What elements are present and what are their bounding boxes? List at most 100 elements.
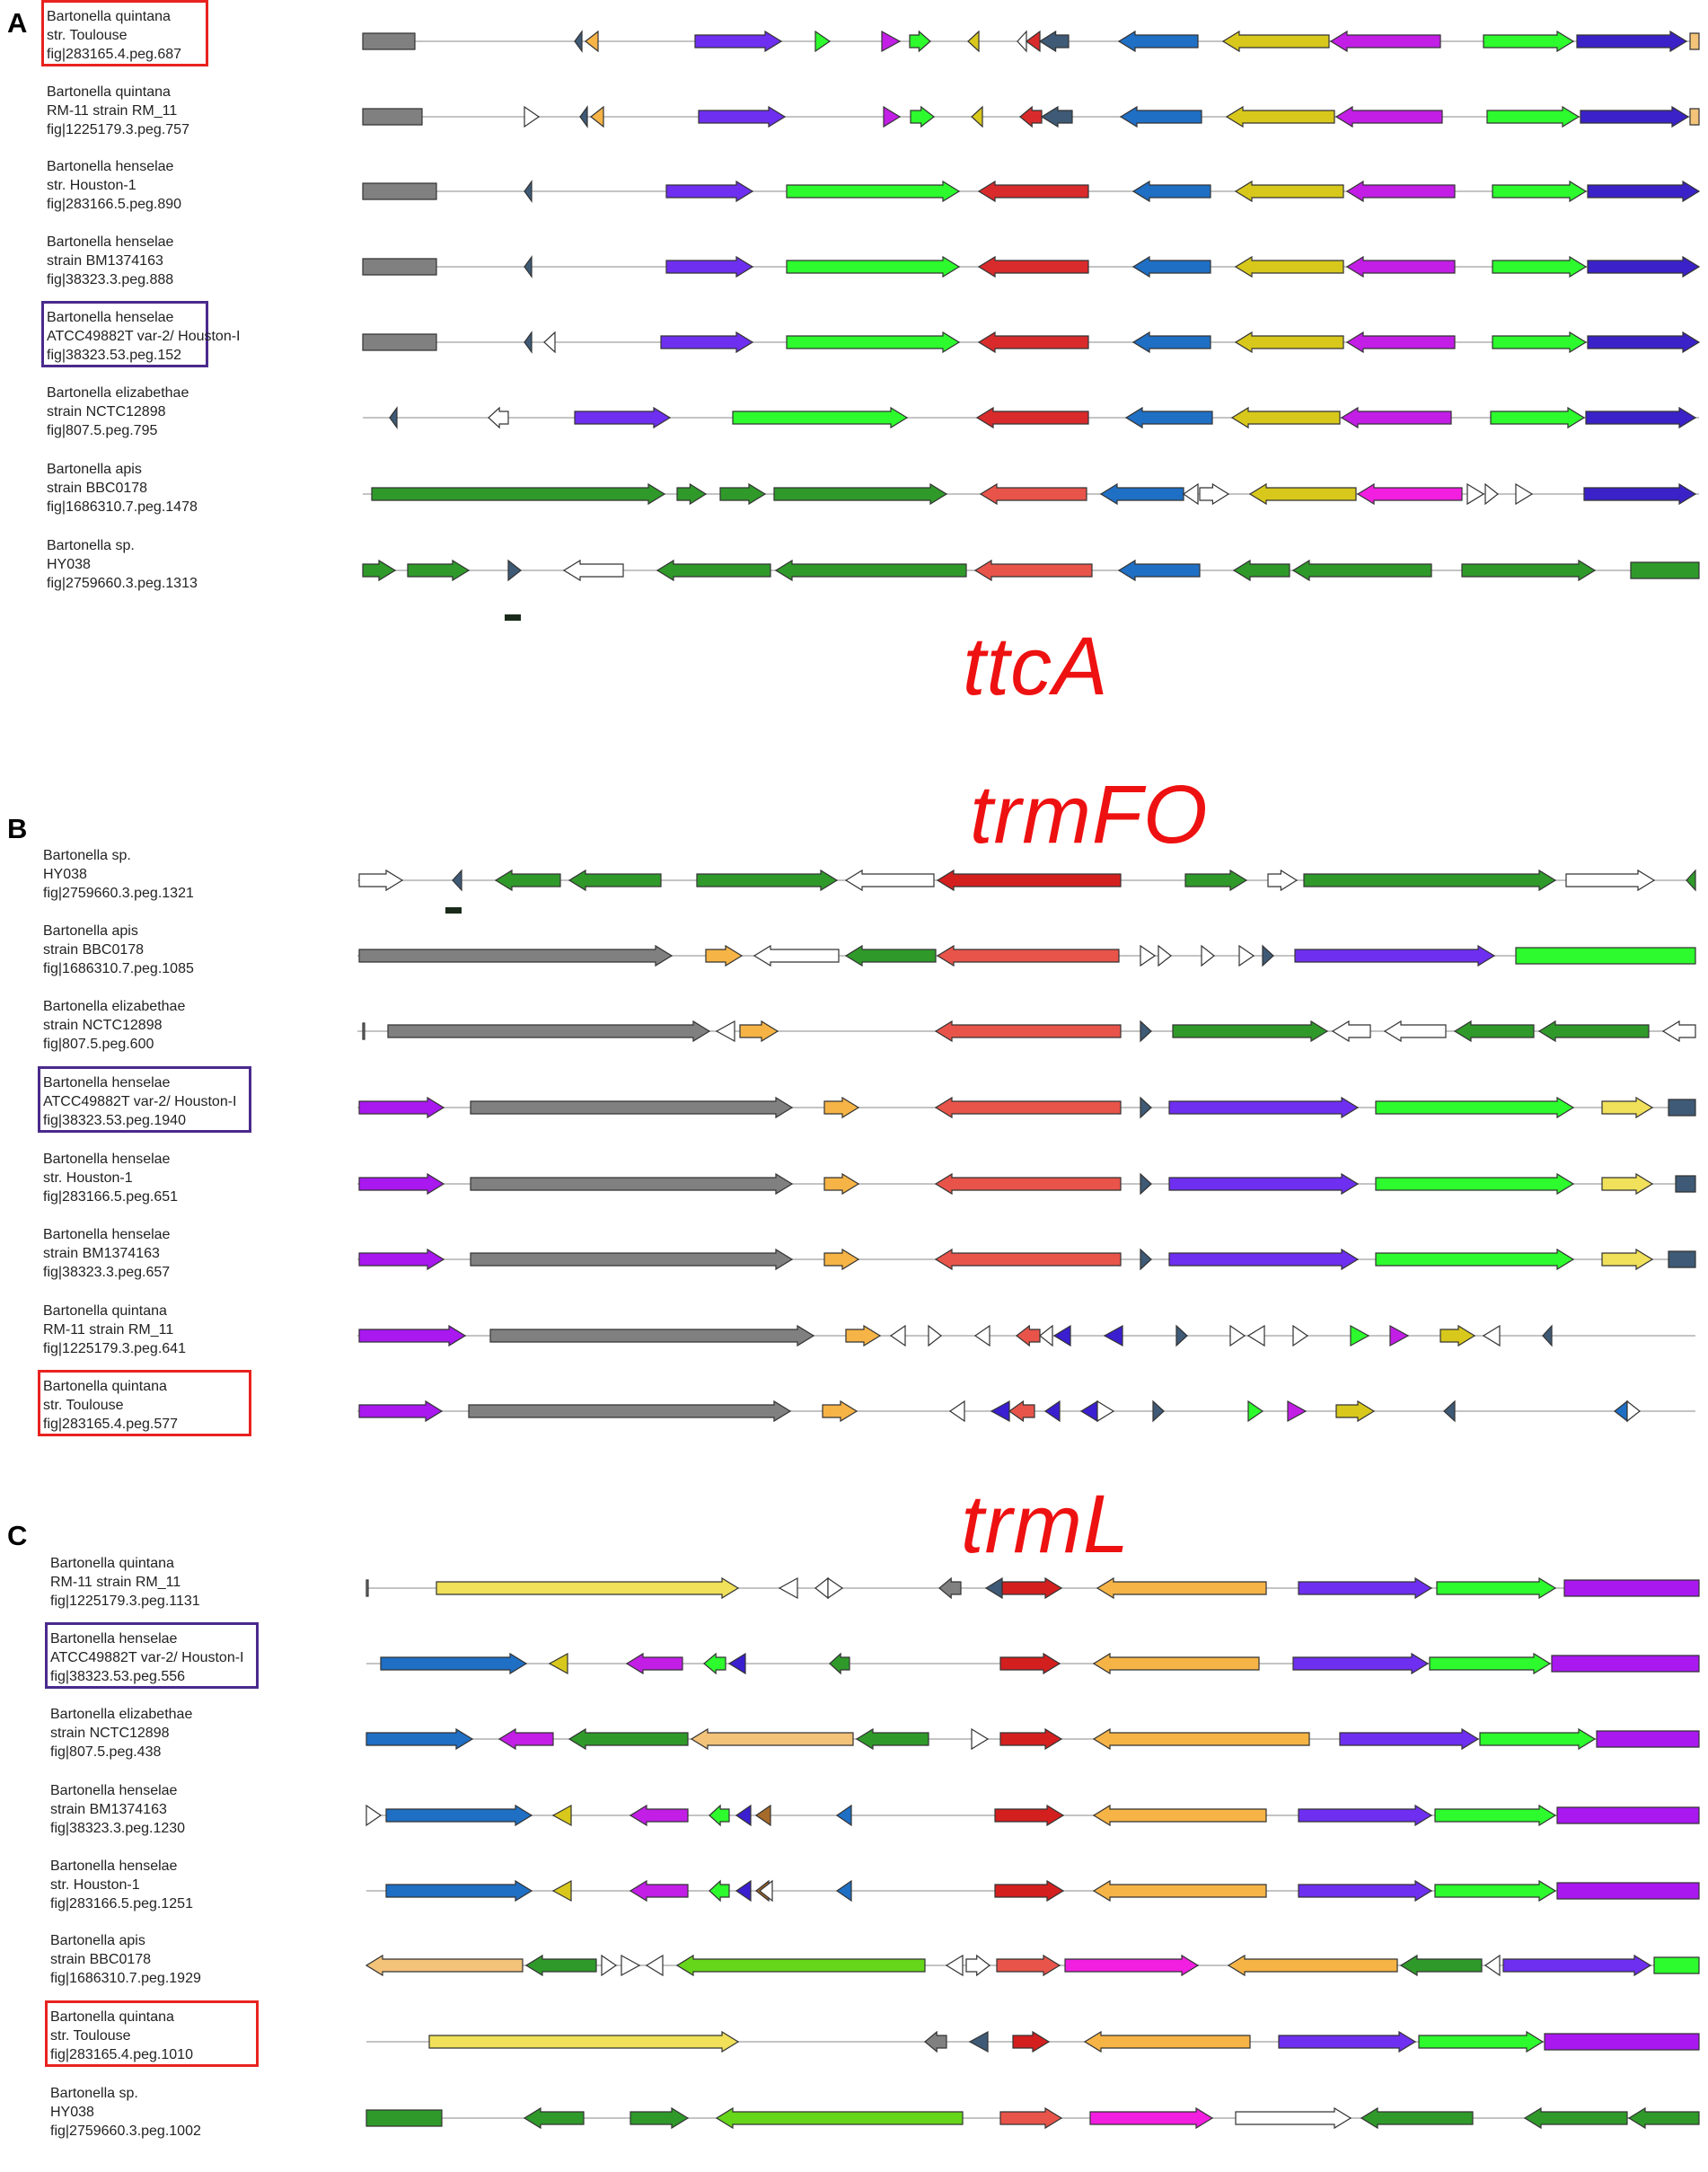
gene-arrow bbox=[436, 1576, 740, 1600]
gene-track bbox=[362, 331, 1701, 354]
gene-arrow bbox=[1040, 105, 1073, 128]
gene-arrow bbox=[362, 1022, 365, 1040]
gene-arrow bbox=[1601, 1248, 1654, 1271]
genome-label-line: strain NCTC12898 bbox=[47, 404, 166, 419]
gene-arrow bbox=[1580, 105, 1690, 128]
gene-arrow bbox=[1436, 1576, 1557, 1600]
gene-arrow bbox=[1140, 1248, 1152, 1271]
gene-arrow bbox=[452, 869, 462, 892]
gene-arrow bbox=[358, 1172, 445, 1196]
gene-arrow bbox=[1172, 1020, 1329, 1043]
gene-arrow bbox=[1008, 1399, 1035, 1423]
gene-arrow bbox=[380, 1652, 528, 1675]
gene-arrow bbox=[883, 105, 902, 128]
gene-arrow bbox=[1466, 482, 1485, 506]
genome-label-line: Bartonella henselae bbox=[47, 159, 174, 174]
genome-label-line: RM-11 strain RM_11 bbox=[43, 1322, 174, 1338]
gene-arrow bbox=[1184, 869, 1248, 892]
genome-label-line: fig|283165.4.peg.577 bbox=[43, 1417, 179, 1432]
gene-track bbox=[357, 944, 1696, 967]
gene-track bbox=[357, 1248, 1696, 1271]
gene-track bbox=[365, 1804, 1700, 1827]
genome-label-line: Bartonella henselae bbox=[47, 234, 174, 250]
gene-arrow bbox=[690, 1727, 854, 1751]
gene-arrow bbox=[1092, 1879, 1267, 1903]
gene-arrow bbox=[1614, 1399, 1628, 1423]
gene-arrow bbox=[629, 1804, 689, 1827]
gene-arrow bbox=[1587, 255, 1701, 278]
genome-label-line: Bartonella henselae bbox=[50, 1859, 178, 1874]
gene-arrow bbox=[1064, 1954, 1200, 1977]
gene-arrow bbox=[1124, 406, 1213, 429]
gene-arrow bbox=[844, 869, 935, 892]
gene-arrow bbox=[365, 1579, 369, 1597]
gene-arrow bbox=[977, 180, 1089, 203]
gene-arrow bbox=[1383, 1020, 1447, 1043]
gene-arrow bbox=[1298, 1879, 1433, 1903]
gene-arrow bbox=[365, 1804, 383, 1827]
genome-label-line: strain BBC0178 bbox=[50, 1952, 152, 1967]
gene-arrow bbox=[470, 1172, 794, 1196]
gene-arrow bbox=[835, 1879, 852, 1903]
gene-arrow bbox=[358, 1324, 467, 1347]
gene-arrow bbox=[971, 105, 983, 128]
gene-arrow bbox=[1399, 1954, 1483, 1977]
gene-arrow bbox=[694, 30, 783, 53]
gene-arrow bbox=[1661, 1020, 1696, 1043]
focus-gene-marker bbox=[445, 907, 462, 914]
gene-arrow bbox=[967, 30, 980, 53]
gene-arrow bbox=[1182, 482, 1199, 506]
gene-arrow bbox=[909, 30, 931, 53]
gene-arrow bbox=[1486, 105, 1580, 128]
panel-letter: B bbox=[7, 813, 28, 844]
gene-arrow bbox=[1434, 1804, 1557, 1827]
panel-letter: A bbox=[7, 7, 28, 39]
gene-arrow bbox=[1140, 1096, 1152, 1119]
gene-arrow bbox=[715, 1020, 735, 1043]
genome-label-line: fig|38323.53.peg.152 bbox=[47, 348, 182, 363]
gene-arrow bbox=[754, 1804, 771, 1827]
gene-track bbox=[366, 2030, 1700, 2053]
gene-arrow bbox=[1653, 1956, 1700, 1974]
gene-arrow bbox=[568, 869, 662, 892]
gene-arrow bbox=[984, 1576, 1003, 1600]
gene-arrow bbox=[1490, 406, 1586, 429]
gene-arrow bbox=[548, 1652, 568, 1675]
gene-arrow bbox=[1168, 1248, 1360, 1271]
gene-track bbox=[365, 2106, 1700, 2130]
gene-track bbox=[365, 1727, 1700, 1751]
gene-arrow bbox=[1235, 2106, 1352, 2130]
genome-label-line: fig|1225179.3.peg.757 bbox=[47, 122, 189, 137]
gene-arrow bbox=[934, 1172, 1122, 1196]
gene-arrow bbox=[1246, 1324, 1265, 1347]
gene-arrow bbox=[497, 1727, 554, 1751]
gene-arrow bbox=[1039, 1324, 1053, 1347]
gene-arrow bbox=[1291, 559, 1432, 582]
gene-arrow bbox=[625, 1652, 683, 1675]
gene-arrow bbox=[727, 1652, 746, 1675]
gene-arrow bbox=[1356, 482, 1463, 506]
gene-arrow bbox=[1340, 406, 1452, 429]
genome-label-line: Bartonella henselae bbox=[50, 1631, 178, 1647]
gene-arrow bbox=[1043, 1399, 1061, 1423]
genome-label-line: str. Houston-1 bbox=[47, 178, 136, 193]
gene-arrow bbox=[1230, 406, 1341, 429]
gene-track bbox=[357, 869, 1696, 892]
gene-arrow bbox=[1227, 1954, 1398, 1977]
genome-label-line: Bartonella elizabethae bbox=[47, 385, 189, 401]
gene-arrow bbox=[1092, 1727, 1310, 1751]
gene-arrow bbox=[1140, 1172, 1152, 1196]
gene-arrow bbox=[524, 105, 541, 128]
gene-track bbox=[366, 1652, 1700, 1675]
gene-arrow bbox=[774, 559, 967, 582]
gene-arrow bbox=[910, 105, 935, 128]
gene-arrow bbox=[1001, 1576, 1063, 1600]
gene-arrow bbox=[977, 331, 1089, 354]
genome-label-line: Bartonella quintana bbox=[43, 1379, 167, 1394]
gene-arrow bbox=[823, 1172, 860, 1196]
gene-arrow bbox=[1515, 482, 1534, 506]
gene-arrow bbox=[1668, 1099, 1696, 1117]
